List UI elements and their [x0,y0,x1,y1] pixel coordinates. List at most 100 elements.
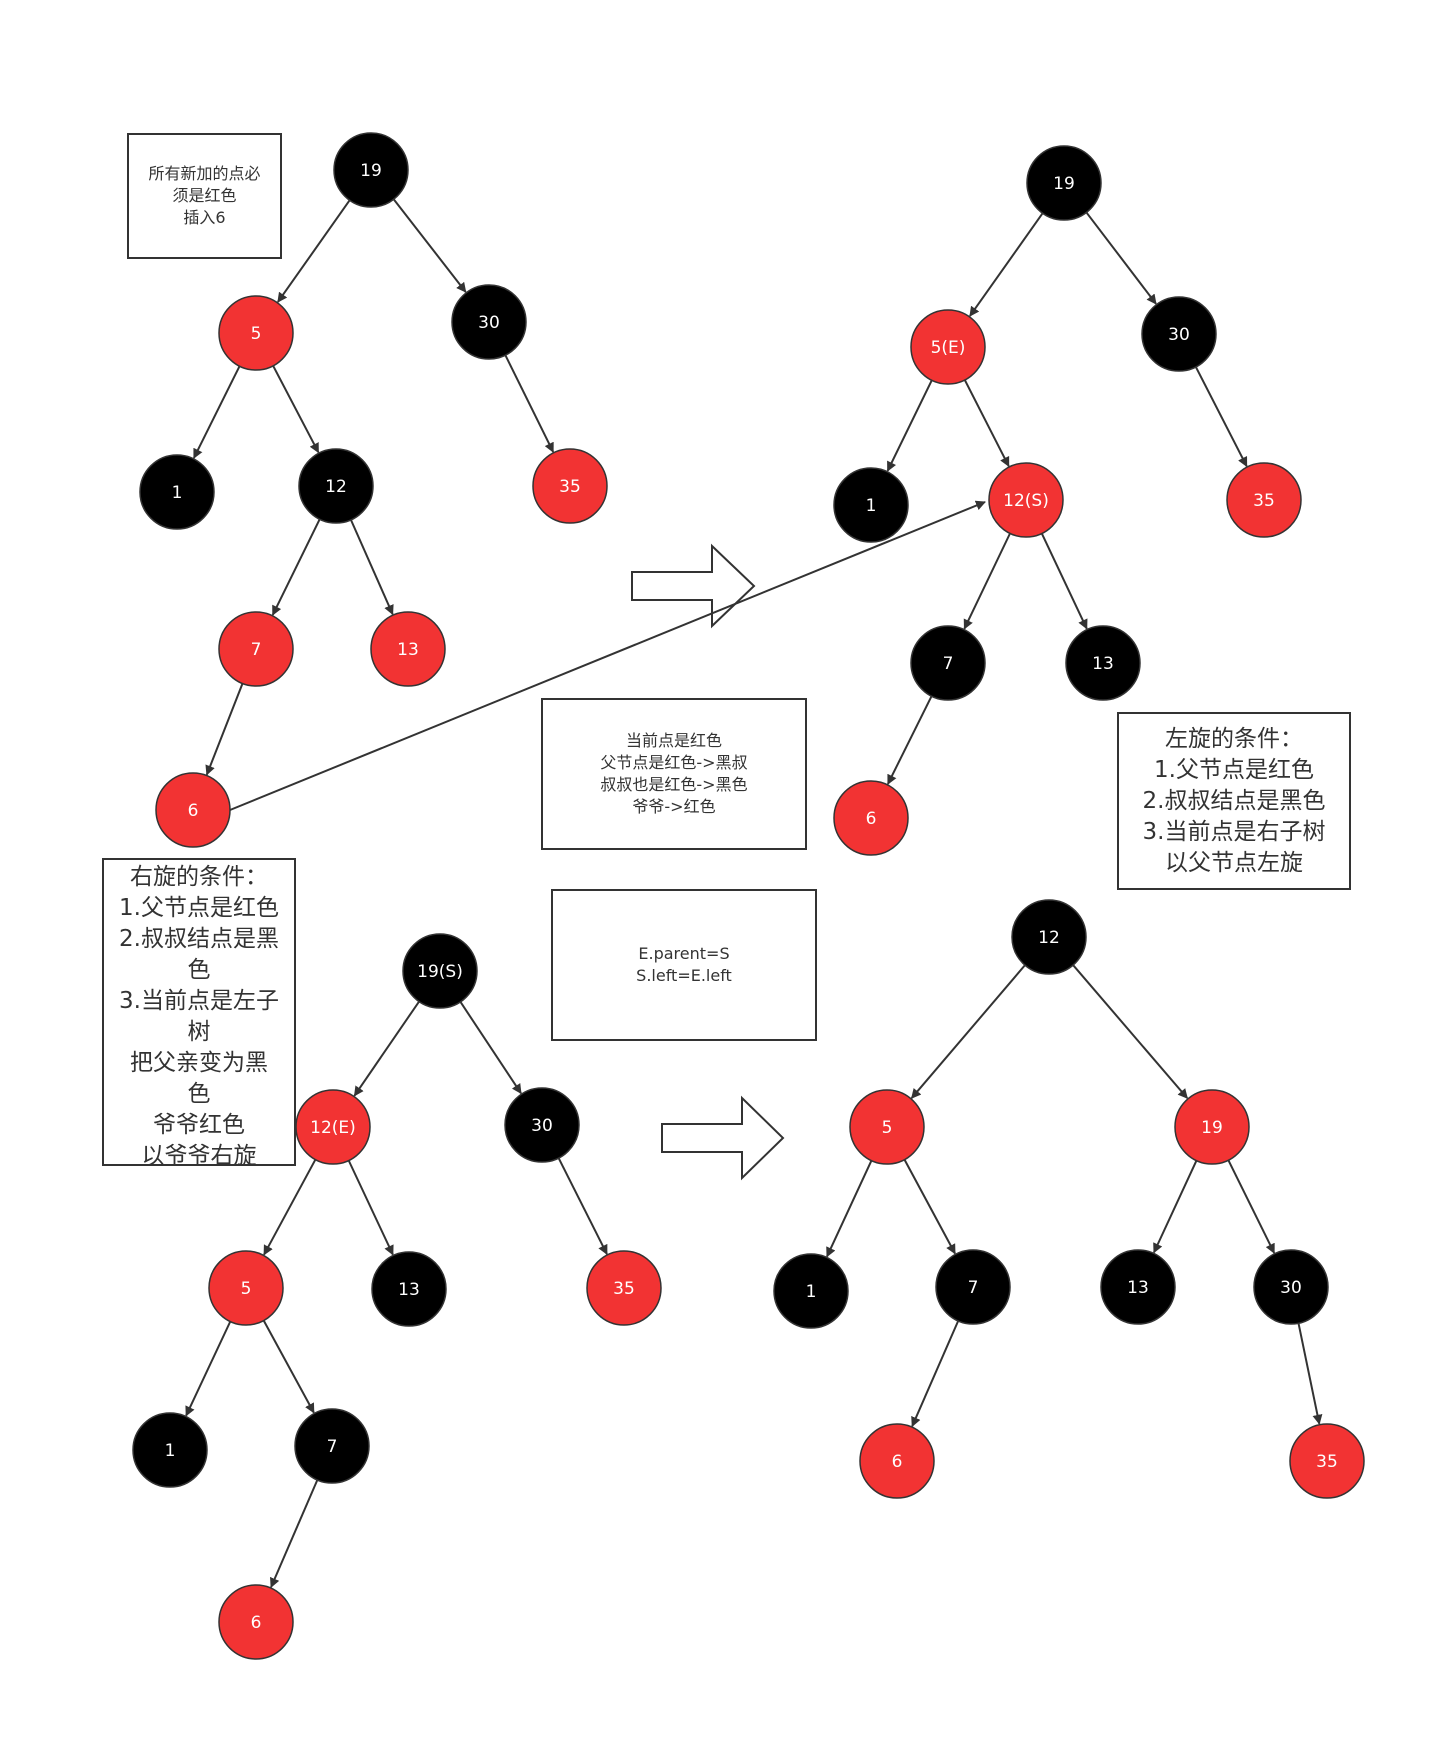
tree1-edge-n12-n13 [350,519,394,616]
node-label: 5 [882,1118,893,1138]
tree2-node-12: 12(S) [988,462,1064,538]
node-label: 5(E) [931,338,966,358]
node-label: 30 [531,1116,553,1136]
node-label: 30 [478,313,500,333]
tree3-node-35: 35 [586,1250,662,1326]
edges-layer [185,198,1323,1589]
tree4-edge-n5-n7 [903,1159,956,1255]
pointer-assignment-note: E.parent=S S.left=E.left [551,889,817,1041]
node-circle [1174,1089,1250,1165]
tree4-node-13: 13 [1100,1249,1176,1325]
transition-arrow-top [631,543,756,629]
node-label: 7 [943,654,954,674]
tree1-node-1: 1 [139,454,215,530]
tree2-edge-n12-n7 [963,532,1011,630]
tree2-node-13: 13 [1065,625,1141,701]
tree2-node-19: 19 [1026,145,1102,221]
tree3-edge-n5-n7 [262,1320,315,1414]
node-label: 19 [1053,174,1075,194]
tree2-edge-n7-n6 [887,695,933,785]
tree2-node-7: 7 [910,625,986,701]
tree3-edge-n12-n5 [263,1159,317,1256]
tree3-edge-n12-n13 [347,1160,394,1256]
node-circle [833,780,909,856]
tree3-edge-n7-n6 [270,1479,319,1589]
tree3-node-12: 12(E) [295,1089,371,1165]
tree1-edge-n30-n35 [504,354,555,453]
node-label: 6 [866,809,877,829]
node-circle [988,462,1064,538]
tree4-edge-n19-n30 [1227,1159,1276,1254]
node-label: 12 [1038,928,1060,948]
note-line: 插入6 [183,208,226,227]
node-circle [402,933,478,1009]
tree2-edge-n30-n35 [1194,366,1248,468]
note-line: 1.父节点是红色 [119,895,279,921]
note-line: 3.当前点是左子 [119,988,279,1014]
tree2-edge-n19-n30 [1085,211,1157,305]
tree1-node-12: 12 [298,448,374,524]
node-circle [208,1250,284,1326]
node-circle [833,467,909,543]
node-label: 7 [968,1278,979,1298]
node-circle [1253,1249,1329,1325]
tree4-edge-n30-n35 [1297,1323,1323,1425]
node-circle [849,1089,925,1165]
tree1-edge-n5-n1 [193,365,241,459]
node-circle [910,309,986,385]
node-label: 1 [806,1282,817,1302]
node-label: 13 [1092,654,1114,674]
tree4-node-30: 30 [1253,1249,1329,1325]
node-circle [333,132,409,208]
node-label: 7 [251,640,262,660]
node-label: 35 [559,477,581,497]
tree4-edge-n12-n5 [910,964,1026,1099]
note-line: E.parent=S [638,944,730,963]
node-label: 13 [1127,1278,1149,1298]
note-line: 2.叔叔结点是黑色 [1142,787,1326,814]
tree1-node-5: 5 [218,295,294,371]
recolor-rule-note: 当前点是红色 父节点是红色->黑叔 叔叔也是红色->黑色 爷爷->红色 [541,698,807,850]
node-circle [1011,899,1087,975]
node-label: 13 [397,640,419,660]
note-line: 左旋的条件： [1165,725,1303,752]
node-label: 1 [866,496,877,516]
right-rotate-rule-note: 右旋的条件： 1.父节点是红色 2.叔叔结点是黑 色 3.当前点是左子 树 把父… [102,858,296,1166]
node-circle [1289,1423,1365,1499]
node-circle [218,1584,294,1660]
note-line: 树 [187,1019,211,1045]
connector-layer [229,500,986,811]
tree4-edge-n19-n13 [1153,1160,1198,1254]
tree2-edge-n19-n5 [969,212,1044,317]
tree3-node-6: 6 [218,1584,294,1660]
tree4-node-5: 5 [849,1089,925,1165]
tree4-edge-n5-n1 [826,1160,873,1258]
node-label: 6 [892,1452,903,1472]
tree3-node-1: 1 [132,1412,208,1488]
node-label: 35 [613,1279,635,1299]
note-line: 所有新加的点必 [148,164,261,183]
note-line: S.left=E.left [636,966,732,985]
note-line: 父节点是红色->黑叔 [600,753,748,772]
tree1-edge-n7-n6 [205,683,244,776]
note-line: 1.父节点是红色 [1154,756,1314,783]
node-label: 7 [327,1437,338,1457]
node-circle [295,1089,371,1165]
node-6-to-node-12s-connector [229,500,986,811]
tree4-edge-n7-n6 [911,1320,960,1428]
node-circle [910,625,986,701]
tree2-edge-n12-n13 [1040,533,1088,630]
tree2-node-30: 30 [1141,296,1217,372]
tree4-node-35: 35 [1289,1423,1365,1499]
tree3-node-19: 19(S) [402,933,478,1009]
node-circle [451,284,527,360]
node-label: 35 [1253,491,1275,511]
node-circle [371,1251,447,1327]
node-circle [532,448,608,524]
tree1-node-30: 30 [451,284,527,360]
node-circle [773,1253,849,1329]
node-label: 5 [251,324,262,344]
tree1-edge-n19-n5 [277,199,351,303]
node-circle [1026,145,1102,221]
